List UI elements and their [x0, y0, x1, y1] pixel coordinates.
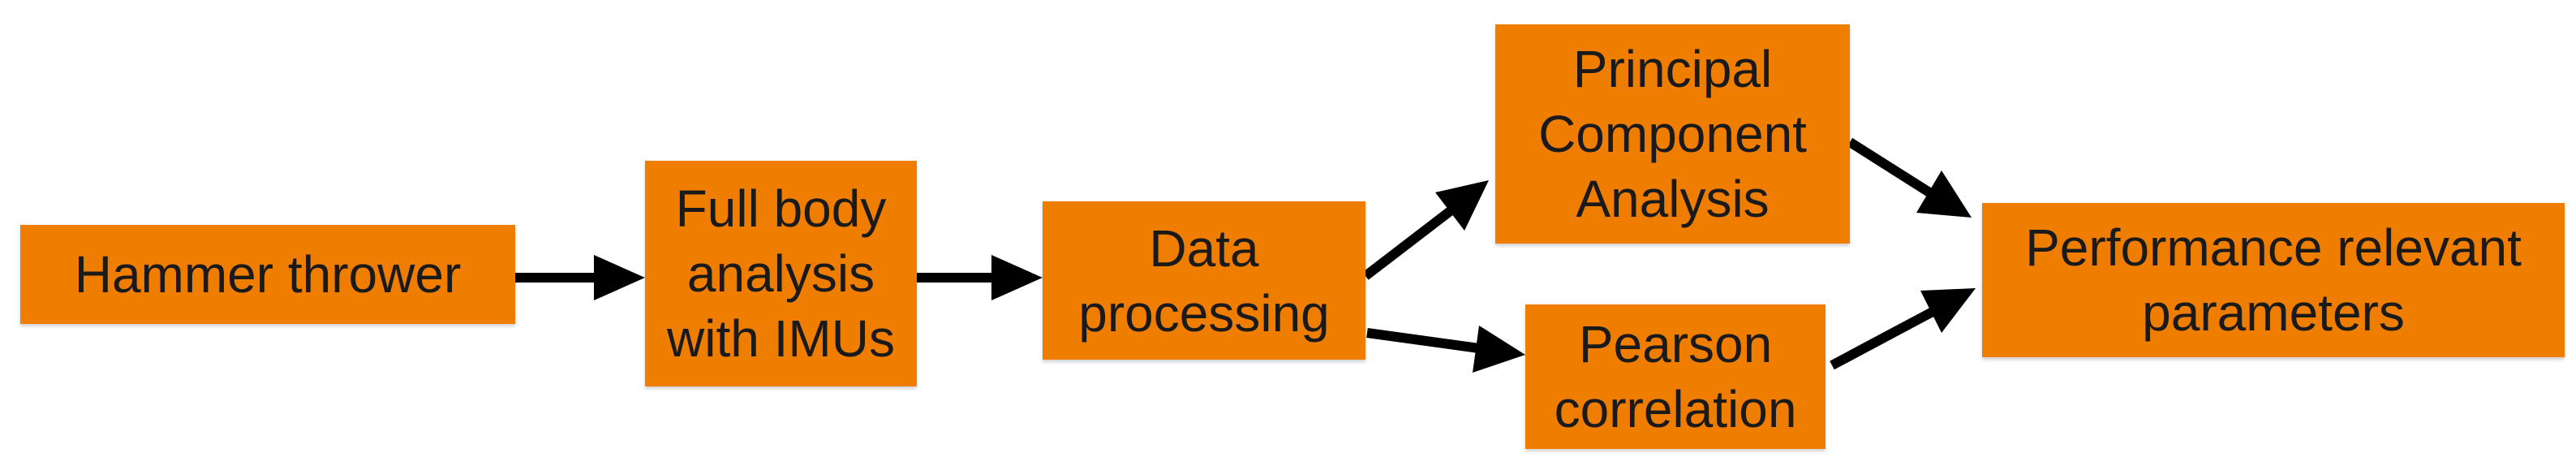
node-hammer-thrower-line-1: Hammer thrower	[74, 245, 462, 304]
arrow-pearson-to-performance	[1830, 288, 1976, 370]
node-full-body-analysis: Full body analysis with IMUs	[645, 161, 917, 386]
arrow-dataprocessing-to-pca	[1362, 180, 1489, 280]
node-full-body-line-1: Full body	[675, 179, 887, 238]
node-pca-line-1: Principal	[1572, 40, 1773, 98]
node-full-body-line-2: analysis	[686, 244, 875, 303]
node-data-processing-line-2: processing	[1078, 283, 1330, 343]
node-pca-line-2: Component	[1538, 105, 1807, 163]
node-performance-line-1: Performance relevant	[2025, 218, 2522, 277]
node-performance-line-2: parameters	[2142, 283, 2405, 342]
node-performance-relevant-parameters: Performance relevant parameters	[1982, 203, 2565, 357]
arrow-dataprocessing-to-pearson	[1366, 326, 1525, 373]
node-principal-component-analysis: Principal Component Analysis	[1495, 24, 1850, 244]
node-data-processing: Data processing	[1043, 201, 1365, 360]
node-hammer-thrower: Hammer thrower	[20, 225, 515, 324]
node-full-body-line-3: with IMUs	[667, 309, 895, 368]
node-pearson-line-2: correlation	[1554, 380, 1797, 438]
node-pearson-line-1: Pearson	[1578, 315, 1773, 373]
arrow-hammer-to-fullbody	[515, 255, 645, 300]
node-pearson-correlation: Pearson correlation	[1525, 304, 1826, 449]
arrow-fullbody-to-dataprocessing	[917, 255, 1043, 300]
node-pca-line-3: Analysis	[1576, 170, 1770, 228]
arrow-pca-to-performance	[1847, 137, 1972, 218]
node-data-processing-line-1: Data	[1149, 218, 1259, 278]
